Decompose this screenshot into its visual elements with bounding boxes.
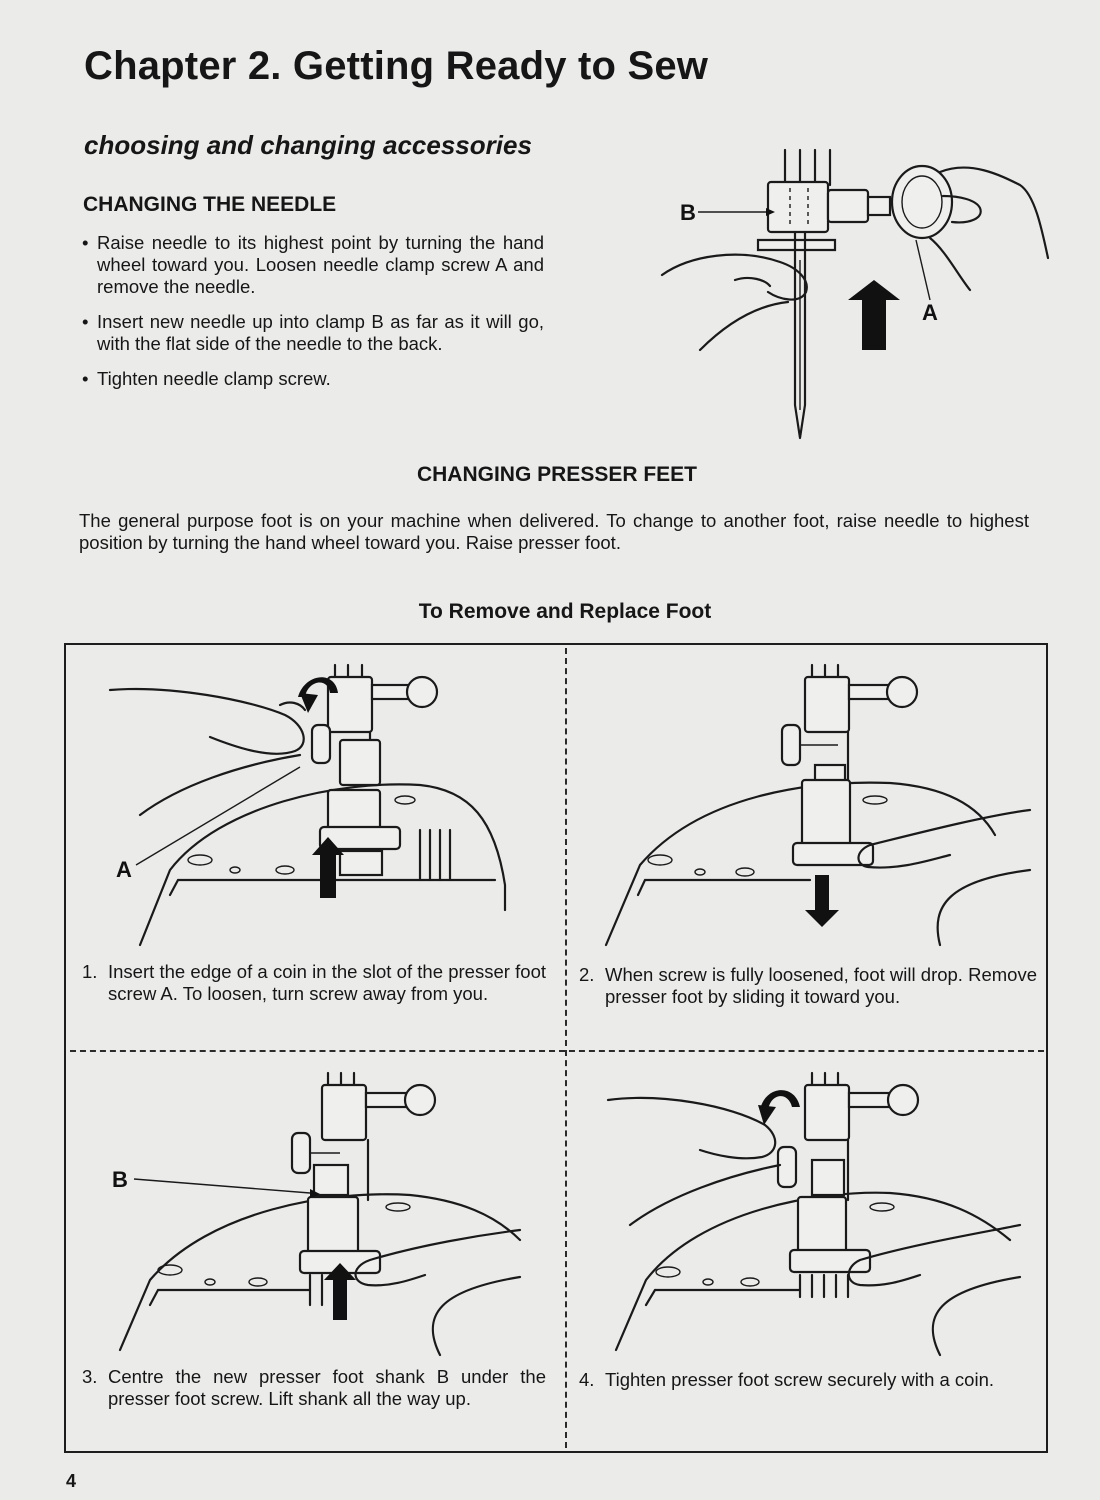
- remove-replace-foot-heading: To Remove and Replace Foot: [418, 600, 712, 623]
- arrow-up-icon: [848, 280, 900, 350]
- step-3-text: 3. Centre the new presser foot shank B u…: [82, 1366, 546, 1410]
- step-description: Centre the new presser foot shank B unde…: [108, 1366, 546, 1409]
- step-1-illustration: A: [108, 663, 507, 947]
- step-description: When screw is fully loosened, foot will …: [605, 964, 1037, 1007]
- needle-clamp-b: [766, 180, 830, 234]
- step-number: 1.: [82, 961, 98, 982]
- step-3-illustration: B: [112, 1071, 522, 1357]
- step-description: Tighten presser foot screw securely with…: [605, 1369, 995, 1390]
- rotate-arrow-icon: [300, 693, 318, 713]
- figure-label-b: B: [112, 1167, 128, 1192]
- changing-needle-heading: CHANGING THE NEEDLE: [83, 193, 337, 216]
- needle-instruction-item: Insert new needle up into clamp B as far…: [82, 311, 544, 355]
- steps-box: [64, 643, 1048, 1453]
- chapter-title: Chapter 2. Getting Ready to Sew: [84, 44, 709, 88]
- step-2-illustration: [604, 663, 1032, 947]
- step-4-text: 4. Tighten presser foot screw securely w…: [579, 1369, 1035, 1391]
- arrow-up-icon: [324, 1263, 356, 1320]
- arrow-up-icon: [312, 837, 344, 898]
- section-subtitle: choosing and changing accessories: [84, 130, 532, 160]
- rotate-arrow-icon: [758, 1105, 776, 1125]
- arrow-down-icon: [805, 875, 839, 927]
- figure-label-a: A: [116, 857, 132, 882]
- steps-divider-vertical: [565, 648, 567, 1448]
- step-4-illustration: [606, 1071, 1022, 1357]
- step-1-text: 1. Insert the edge of a coin in the slot…: [82, 961, 546, 1005]
- presser-feet-intro: The general purpose foot is on your mach…: [79, 510, 1029, 553]
- step-number: 3.: [82, 1366, 98, 1387]
- page-number: 4: [66, 1471, 77, 1491]
- needle-instruction-item: Raise needle to its highest point by tur…: [82, 232, 544, 298]
- needle-clamp-screw-a: [890, 164, 954, 240]
- steps-divider-horizontal: [70, 1050, 1044, 1052]
- needle-instructions-list: Raise needle to its highest point by tur…: [82, 232, 544, 403]
- needle-change-illustration: B A: [660, 148, 1050, 440]
- step-number: 2.: [579, 964, 595, 985]
- figure-label-a: A: [922, 300, 938, 325]
- figure-label-b: B: [680, 200, 696, 225]
- step-2-text: 2. When screw is fully loosened, foot wi…: [579, 964, 1037, 1008]
- changing-presser-feet-heading: CHANGING PRESSER FEET: [416, 463, 698, 486]
- step-number: 4.: [579, 1369, 595, 1390]
- step-description: Insert the edge of a coin in the slot of…: [108, 961, 546, 1004]
- needle-instruction-item: Tighten needle clamp screw.: [82, 368, 544, 390]
